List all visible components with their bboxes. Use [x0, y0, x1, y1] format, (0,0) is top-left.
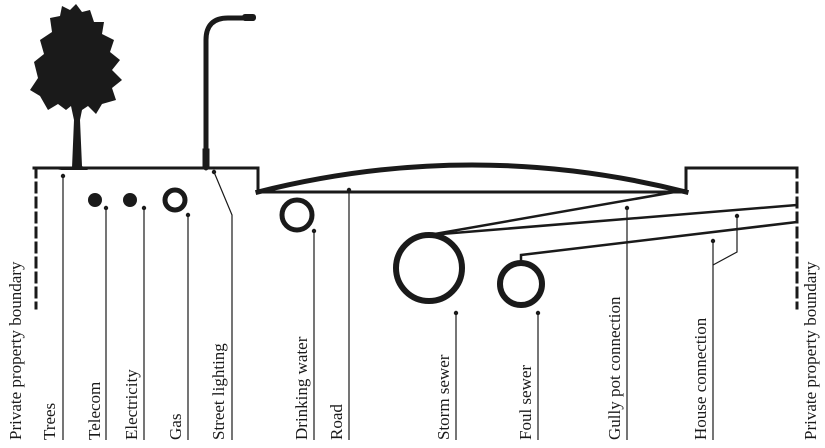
gas-pipe: [162, 187, 188, 213]
telecom-cable: [88, 193, 102, 207]
ground-profile: [32, 162, 799, 310]
label-gully-pot-connection: Gully pot connection: [605, 296, 624, 440]
label-telecom: Telecom: [85, 382, 104, 440]
foul-house-connection-pipe: [519, 220, 798, 263]
leader-lines: [60, 169, 740, 440]
label-foul-sewer: Foul sewer: [516, 365, 535, 440]
storm-sewer-pipe: [393, 232, 465, 304]
label-electricity: Electricity: [122, 369, 141, 440]
street-lamp-icon: [202, 14, 256, 171]
electricity-cable: [123, 193, 137, 207]
label-right-boundary: Private property boundary: [801, 261, 820, 440]
gully-pot-connection-pipe: [428, 188, 687, 237]
drinking-water-pipe: [279, 197, 315, 233]
label-house-connection: House connection: [691, 317, 710, 440]
label-trees: Trees: [40, 403, 59, 440]
label-gas: Gas: [166, 414, 185, 440]
storm-house-connection-pipe: [428, 203, 798, 237]
label-road: Road: [327, 404, 346, 440]
connection-pipes: [428, 188, 798, 263]
foul-sewer-pipe: [497, 260, 545, 308]
label-street-lighting: Street lighting: [209, 343, 228, 440]
utility-pipes: [88, 187, 545, 308]
label-drinking-water: Drinking water: [292, 336, 311, 440]
label-storm-sewer: Storm sewer: [434, 354, 453, 440]
tree-icon: [30, 4, 122, 170]
label-left-boundary: Private property boundary: [6, 261, 25, 440]
labels: Private property boundary Trees Telecom …: [6, 261, 820, 440]
road-surface: [254, 162, 690, 196]
